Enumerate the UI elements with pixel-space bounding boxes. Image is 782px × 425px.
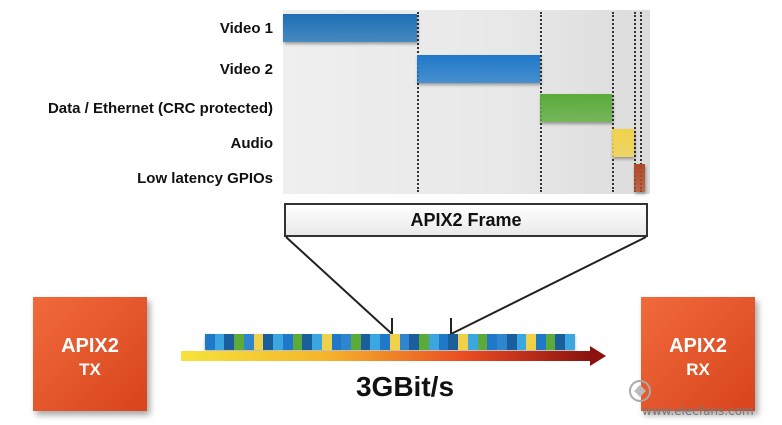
- timeline-row-label: Low latency GPIOs: [137, 170, 273, 187]
- stream-segment: [389, 334, 400, 350]
- stream-segment: [331, 334, 342, 350]
- stream-segment: [458, 334, 468, 350]
- timeline-row-label: Video 1: [219, 20, 273, 37]
- stream-segment: [341, 334, 352, 350]
- timeline-bar: [416, 55, 541, 83]
- stream-segment: [477, 334, 488, 350]
- stream-segment: [448, 334, 459, 350]
- stream-segment: [506, 334, 517, 350]
- stream-segment: [321, 334, 332, 350]
- stream-segment: [292, 334, 303, 350]
- stream-segment: [360, 334, 371, 350]
- transmission-arrow-head: [590, 346, 606, 366]
- apix2-rx-box: APIX2 RX: [641, 297, 755, 411]
- stream-segment: [565, 334, 575, 350]
- stream-segment: [526, 334, 536, 350]
- rx-line2: RX: [686, 360, 710, 379]
- rx-line1: APIX2: [669, 335, 727, 357]
- stream-segment: [312, 334, 322, 350]
- timeline-divider: [612, 12, 615, 192]
- apix2-frame-box: APIX2 Frame: [284, 203, 648, 237]
- stream-segment: [535, 334, 546, 350]
- transmission-arrow-shaft: [181, 351, 591, 361]
- stream-segment: [409, 334, 420, 350]
- stream-segment: [351, 334, 361, 350]
- tx-line1: APIX2: [61, 335, 119, 357]
- stream-segment: [438, 334, 449, 350]
- timeline-row-label: Data / Ethernet (CRC protected): [47, 100, 273, 117]
- stream-segment: [205, 334, 215, 350]
- stream-segment: [234, 334, 244, 350]
- bitrate-label: 3GBit/s: [355, 371, 455, 402]
- stream-segment: [302, 334, 313, 350]
- stream-segment: [497, 334, 507, 350]
- stream-segment: [224, 334, 235, 350]
- timeline-row-label: Audio: [230, 135, 274, 152]
- timeline-bar: [612, 129, 635, 157]
- watermark-url: www.elecfans.com: [642, 404, 754, 418]
- stream-segment: [487, 334, 498, 350]
- stream-segment: [273, 334, 283, 350]
- apix2-tx-box: APIX2 TX: [33, 297, 147, 411]
- stream-segment: [399, 334, 410, 350]
- timeline-divider: [416, 12, 419, 192]
- stream-segment: [253, 334, 264, 350]
- elecfans-logo: [629, 380, 651, 402]
- tx-line2: TX: [79, 360, 101, 379]
- stream-segment: [555, 334, 566, 350]
- serial-data-stream: [205, 334, 575, 350]
- timeline-divider: [639, 12, 642, 192]
- timeline-bar: [283, 14, 417, 42]
- stream-segment: [467, 334, 478, 350]
- timeline-row-label: Video 2: [219, 61, 273, 78]
- stream-segment: [428, 334, 439, 350]
- timeline-divider: [634, 12, 637, 192]
- stream-segment: [370, 334, 381, 350]
- stream-segment: [263, 334, 274, 350]
- stream-segment: [380, 334, 390, 350]
- stream-segment: [545, 334, 556, 350]
- timeline-bar: [540, 94, 613, 122]
- stream-segment: [214, 334, 225, 350]
- stream-segment: [282, 334, 293, 350]
- stream-segment: [516, 334, 527, 350]
- timeline-bar: [634, 164, 645, 192]
- stream-segment: [419, 334, 429, 350]
- stream-segment: [243, 334, 254, 350]
